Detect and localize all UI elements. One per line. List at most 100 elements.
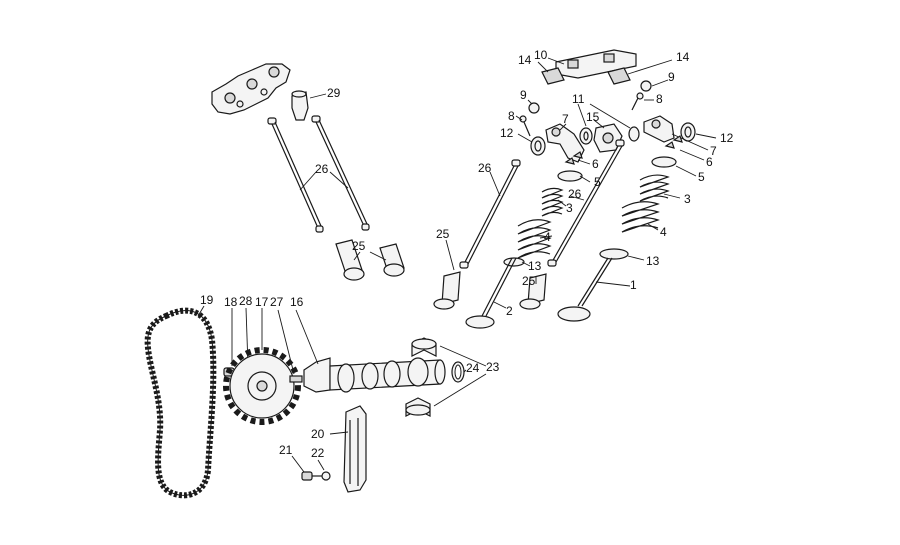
- valve-spring-inner-right: [639, 174, 670, 202]
- rocker-pad-right: [607, 67, 631, 85]
- leader-26b: [489, 171, 501, 197]
- callout-8b: 8: [656, 92, 663, 106]
- camshaft-sprocket: [223, 347, 301, 425]
- leader-5a: [579, 175, 591, 183]
- callout-22: 22: [311, 446, 325, 460]
- adjuster-screw-left: [519, 115, 531, 137]
- callout-20: 20: [311, 427, 325, 441]
- callout-17: 17: [255, 295, 269, 309]
- callout-21: 21: [279, 443, 293, 457]
- camshaft: [303, 357, 446, 393]
- spring-retainer-right: [651, 156, 677, 168]
- callout-14b: 14: [676, 50, 690, 64]
- leader-21: [291, 455, 305, 473]
- leader-25a-2: [369, 251, 387, 261]
- tappet-left-b: [379, 243, 405, 277]
- leader-11a: [577, 103, 587, 127]
- leader-6b: [679, 149, 705, 161]
- tensioner-washer: [321, 471, 331, 481]
- push-rod-right: [547, 139, 625, 267]
- leader-28: [245, 307, 249, 367]
- callout-3b: 3: [684, 192, 691, 206]
- leader-4a: [539, 235, 553, 239]
- valve-spring-outer-left: [517, 219, 552, 259]
- callout-9b: 9: [668, 70, 675, 84]
- camshaft-ring: [451, 361, 465, 383]
- rocker-support-bracket: [211, 63, 291, 115]
- leader-25a-1: [353, 251, 361, 261]
- callout-16: 16: [290, 295, 304, 309]
- valve-exhaust: [465, 257, 517, 329]
- leader-11b: [589, 103, 631, 129]
- leader-29: [309, 93, 327, 99]
- rocker-arm-right: [643, 115, 675, 143]
- callout-26b: 26: [478, 161, 492, 175]
- leader-6a: [577, 159, 591, 165]
- leader-1: [595, 281, 631, 287]
- adjuster-nut-left: [528, 102, 540, 114]
- valve-cotters-right: [664, 135, 683, 149]
- callout-27: 27: [270, 295, 284, 309]
- leader-19: [197, 305, 205, 317]
- tappet-guide: [291, 90, 309, 121]
- camshaft-bushing-lower: [405, 397, 431, 417]
- camshaft-bushing-upper: [411, 337, 437, 357]
- callout-9a: 9: [520, 88, 527, 102]
- callout-6a: 6: [592, 157, 599, 171]
- tappet-center: [433, 271, 461, 310]
- leader-22: [317, 459, 325, 471]
- leader-14b: [627, 59, 673, 75]
- sprocket-key: [289, 375, 303, 383]
- callout-3a: 3: [566, 201, 573, 215]
- leader-20: [329, 431, 349, 435]
- leader-15: [593, 119, 605, 129]
- washer-right: [680, 122, 696, 142]
- leader-24: [463, 369, 467, 373]
- callout-7a: 7: [562, 112, 569, 126]
- rocker-bushing: [579, 127, 593, 145]
- leader-13b: [627, 255, 645, 261]
- spring-retainer-left: [557, 170, 583, 182]
- leader-26c: [569, 195, 585, 201]
- rocker-bushing-right: [628, 126, 640, 142]
- callout-29: 29: [327, 86, 341, 100]
- callout-7b: 7: [710, 144, 717, 158]
- leader-5b: [675, 165, 697, 177]
- callout-13b: 13: [646, 254, 660, 268]
- leader-12b: [695, 133, 717, 139]
- rocker-arm-left: [545, 123, 585, 163]
- callout-13a: 13: [528, 259, 542, 273]
- valve-cotters-left: [564, 151, 583, 165]
- callout-24: 24: [466, 361, 480, 375]
- push-rod-left-b: [311, 115, 370, 231]
- leader-2: [493, 301, 507, 309]
- leader-12a: [517, 133, 533, 143]
- tappet-left-a: [335, 239, 365, 281]
- spring-seat-right: [599, 248, 629, 260]
- callout-5b: 5: [698, 170, 705, 184]
- callout-12b: 12: [720, 131, 734, 145]
- callout-19: 19: [200, 293, 214, 307]
- tensioner-screw: [301, 471, 322, 481]
- leader-23a: [439, 345, 487, 367]
- callout-4b: 4: [660, 225, 667, 239]
- callout-26c: 26: [568, 187, 582, 201]
- callout-8a: 8: [508, 109, 515, 123]
- leader-9a: [527, 99, 533, 105]
- leader-16: [295, 309, 319, 365]
- valve-spring-outer-right: [621, 201, 660, 233]
- callout-2: 2: [506, 304, 513, 318]
- callout-15: 15: [586, 110, 600, 124]
- callout-14a: 14: [518, 53, 532, 67]
- leader-27: [277, 309, 295, 375]
- adjuster-nut-right: [640, 80, 652, 92]
- leader-26a-1: [299, 171, 317, 191]
- leader-3b: [663, 193, 681, 199]
- callout-12a: 12: [500, 126, 514, 140]
- callout-25b: 25: [436, 227, 450, 241]
- leader-10: [547, 57, 565, 65]
- valve-intake: [557, 257, 613, 322]
- rocker-support: [593, 123, 623, 153]
